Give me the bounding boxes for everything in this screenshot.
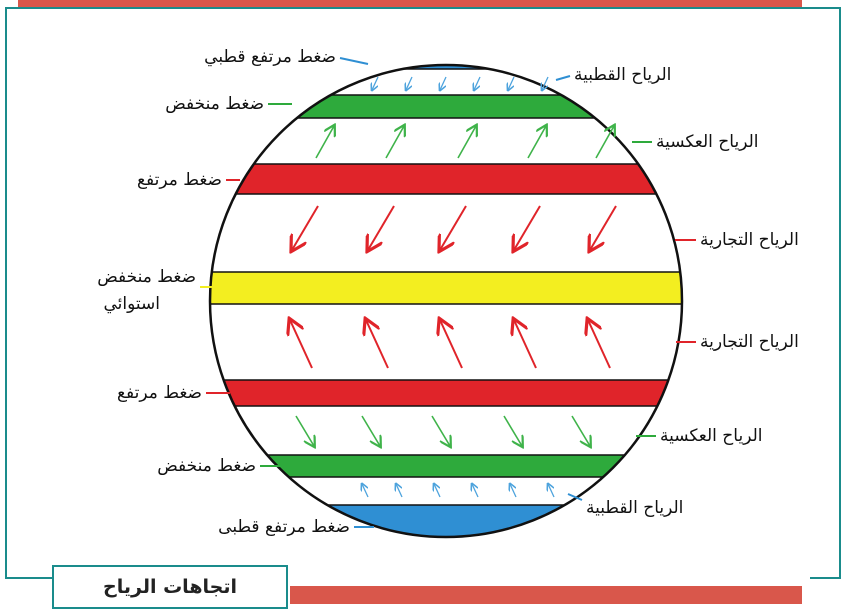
band-equator <box>210 271 682 305</box>
band-low-north <box>210 94 682 119</box>
polar-wind-north-arrow-6 <box>542 76 549 90</box>
polar-wind-north-arrow-3 <box>440 76 447 90</box>
leader-polar-wind-north <box>555 75 571 81</box>
polar-wind-north-arrow-5 <box>508 76 515 90</box>
trade-north-arrow-5 <box>590 205 617 250</box>
label-polar-high-north: ضغط مرتفع قطبي <box>204 47 336 67</box>
trade-north-arrow-3 <box>440 205 467 250</box>
polar-wind-north-arrow-2 <box>406 76 413 90</box>
polar-wind-south-arrow-6 <box>548 484 555 498</box>
band-polar-high-north <box>210 65 682 70</box>
westerly-north-arrow-3 <box>457 126 476 159</box>
trade-south-arrow-3 <box>440 320 463 369</box>
label-high-south: ضغط مرتفع <box>116 383 202 403</box>
westerly-north-arrow-1 <box>315 126 334 159</box>
diagram-title: اتجاهات الرياح <box>52 565 288 609</box>
label-equator-low: ضغط منخفض <box>97 267 196 287</box>
westerly-south-arrow-4 <box>503 415 522 446</box>
trade-south-arrow-5 <box>588 320 611 369</box>
label-westerly-south: الرياح العكسية <box>660 426 763 446</box>
label-low-south: ضغط منخفض <box>157 456 256 476</box>
westerly-south-arrow-2 <box>361 415 380 446</box>
trade-south-arrow-4 <box>514 320 537 369</box>
band-high-north <box>210 163 682 195</box>
label-high-north: ضغط مرتفع <box>136 170 222 190</box>
westerly-south-arrow-3 <box>431 415 450 446</box>
label-polar-high-south: ضغط مرتفع قطبى <box>218 517 350 537</box>
westerly-north-arrow-2 <box>385 126 404 159</box>
polar-wind-south-arrow-4 <box>472 484 479 498</box>
wind-arrows <box>290 76 617 498</box>
label-equator-sub: استوائي <box>103 294 160 314</box>
left-leaders <box>200 57 374 528</box>
globe-bands <box>210 65 682 537</box>
leader-polar-high-north <box>339 57 369 65</box>
right-leaders <box>555 75 696 501</box>
label-polar-wind-south: الرياح القطبية <box>586 498 684 518</box>
trade-south-arrow-1 <box>290 320 313 369</box>
band-high-south <box>210 379 682 407</box>
trade-north-arrow-1 <box>292 205 319 250</box>
westerly-north-arrow-5 <box>595 126 614 159</box>
teal-frame <box>5 7 841 579</box>
trade-north-arrow-4 <box>514 205 541 250</box>
bottom-accent-bar <box>290 586 802 604</box>
trade-north-arrow-2 <box>368 205 395 250</box>
westerly-south-arrow-5 <box>571 415 590 446</box>
label-polar-wind-north: الرياح القطبية <box>574 65 672 85</box>
label-trade-south: الرياح التجارية <box>700 332 799 352</box>
polar-wind-south-arrow-3 <box>434 484 441 498</box>
polar-wind-south-arrow-2 <box>396 484 403 498</box>
polar-wind-north-arrow-4 <box>474 76 481 90</box>
label-westerly-north: الرياح العكسية <box>656 132 759 152</box>
westerly-north-arrow-4 <box>527 126 546 159</box>
top-accent-bar <box>18 0 802 8</box>
polar-wind-south-arrow-5 <box>510 484 517 498</box>
band-low-south <box>210 454 682 478</box>
leader-polar-wind-south <box>567 493 583 501</box>
westerly-south-arrow-1 <box>295 415 314 446</box>
globe-outline <box>208 63 684 539</box>
trade-south-arrow-2 <box>366 320 389 369</box>
polar-wind-north-arrow-1 <box>372 76 379 90</box>
label-trade-north: الرياح التجارية <box>700 230 799 250</box>
label-low-north: ضغط منخفض <box>165 94 264 114</box>
polar-wind-south-arrow-1 <box>362 484 369 498</box>
